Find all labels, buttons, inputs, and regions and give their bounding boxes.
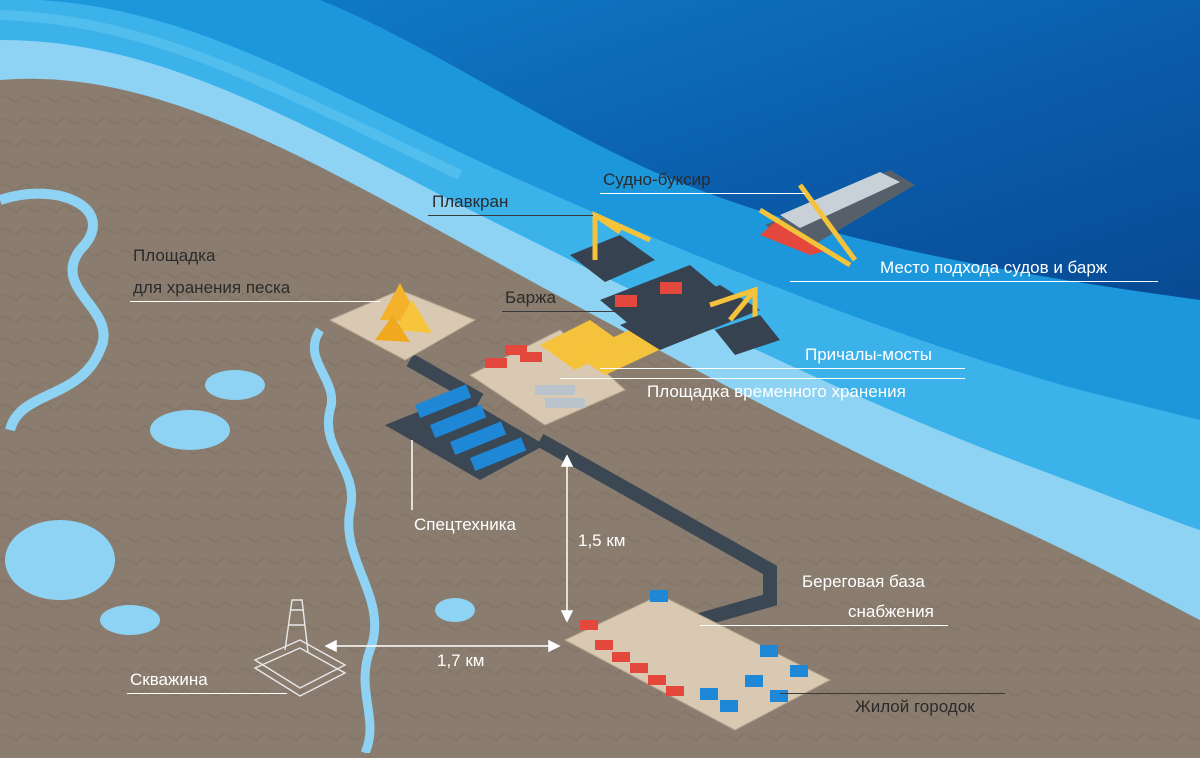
camp-modules (650, 590, 808, 712)
temp-storage-label: Площадка временного хранения (647, 382, 906, 401)
distance-horizontal-label: 1,7 км (437, 651, 485, 670)
well-label: Скважина (130, 670, 208, 689)
well-rig-icon (253, 599, 347, 697)
tug-hull-red (760, 222, 830, 255)
tug-deck (780, 172, 900, 228)
distance-vertical-label: 1,5 км (578, 531, 626, 550)
piers-rule (600, 368, 965, 369)
barge-1 (600, 265, 720, 325)
temp-containers (485, 345, 542, 368)
lake-2 (150, 410, 230, 450)
lake-3 (205, 370, 265, 400)
tug-rule (600, 193, 805, 194)
river (309, 327, 380, 755)
temp-storage-rule (560, 378, 965, 379)
crane-label: Плавкран (432, 192, 509, 211)
lake-1 (5, 520, 115, 600)
machinery-label: Спецтехника (414, 515, 516, 534)
crane-rule (428, 215, 593, 216)
base-containers (580, 620, 684, 696)
approach-label: Место подхода судов и барж (880, 258, 1108, 277)
sand-label-1: Площадка (133, 246, 216, 265)
barge-cargo-2 (660, 282, 682, 294)
temp-pipes (535, 385, 585, 408)
supply-base-label-1: Береговая база (802, 572, 925, 591)
river-left (0, 188, 109, 432)
trucks (415, 384, 527, 471)
supply-base-label-2: снабжения (848, 602, 934, 621)
approach-rule (790, 281, 1158, 282)
distance-arrow-horizontal (324, 639, 561, 653)
floating-crane (592, 211, 652, 260)
lake-5 (435, 598, 475, 622)
well-rule (127, 693, 287, 694)
sand-label-2: для хранения песка (133, 278, 291, 297)
supply-base-pad (563, 594, 832, 731)
sand-rule (130, 301, 380, 302)
sand-pile-3 (375, 315, 410, 342)
sea-stripe (0, 10, 463, 180)
supply-base-rule (700, 625, 948, 626)
crane-barge (570, 235, 655, 282)
barge-rule (502, 311, 622, 312)
piers-label: Причалы-мосты (805, 345, 932, 364)
temp-storage-pad (469, 329, 626, 426)
lake-4 (100, 605, 160, 635)
sea-deep (320, 0, 1200, 300)
sand-pile-2 (395, 300, 432, 333)
tug-label: Судно-буксир (603, 170, 711, 189)
pier-crane-base (715, 315, 780, 355)
barge-label: Баржа (505, 288, 556, 307)
tug-crane (758, 183, 858, 268)
distance-arrow-vertical (560, 454, 574, 623)
camp-label: Жилой городок (855, 697, 975, 716)
camp-rule (780, 693, 1005, 694)
barge-cargo (615, 295, 637, 307)
